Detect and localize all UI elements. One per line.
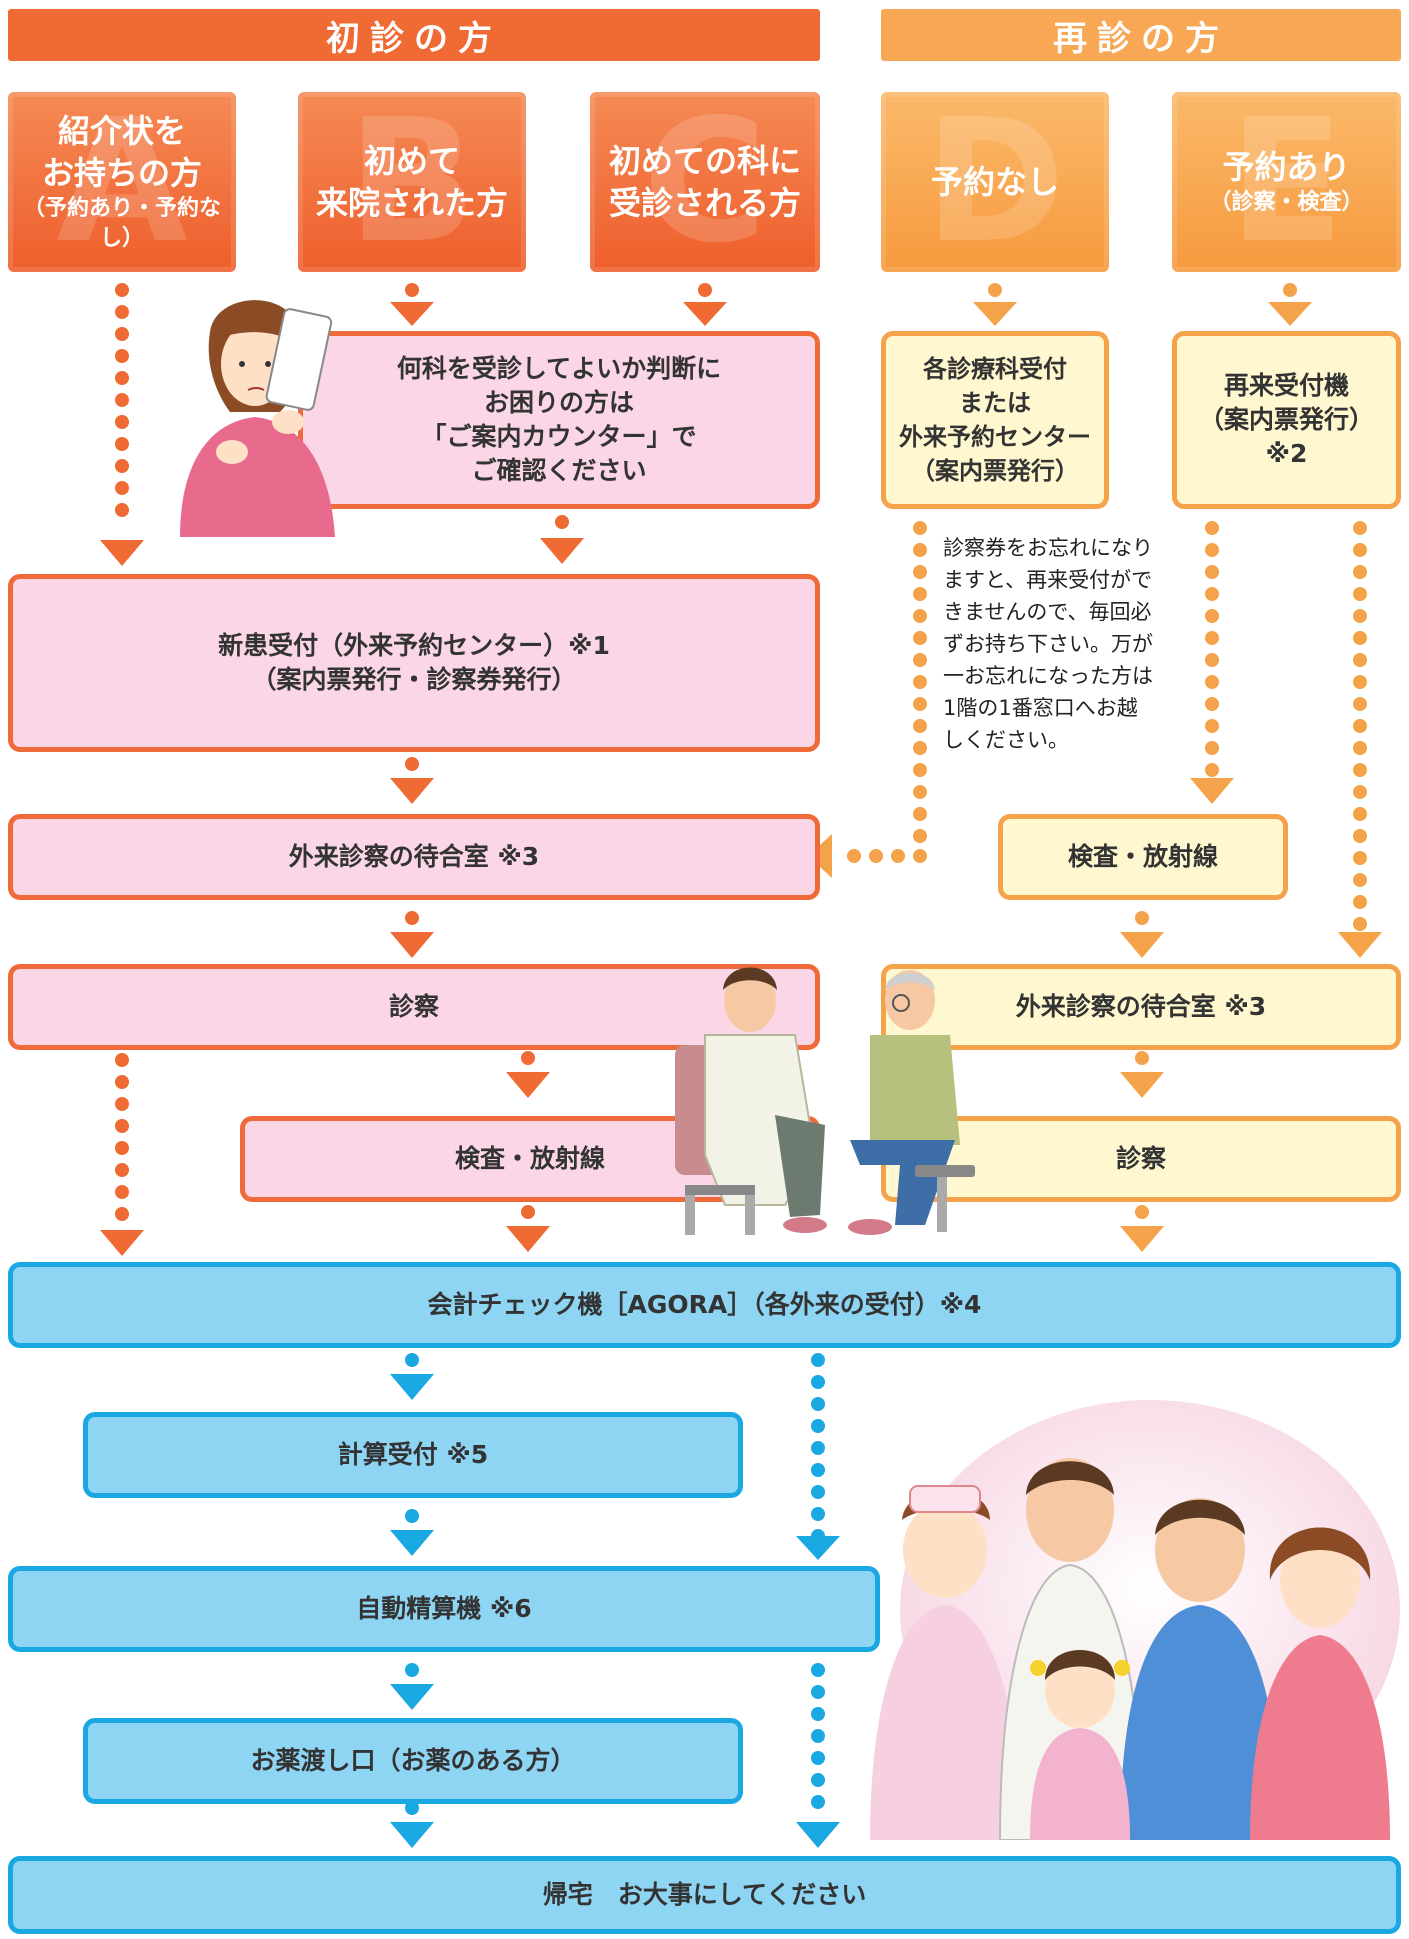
category-letter: E: [1228, 92, 1345, 272]
woman-illustration: [180, 300, 335, 537]
medicine-box: お薬渡し口（お薬のある方）: [83, 1718, 743, 1804]
consultation-right-box: 診察: [881, 1116, 1401, 1202]
category-referral: A 紹介状を お持ちの方 （予約あり・予約なし）: [8, 92, 236, 272]
category-with-reservation: E 予約あり （診察・検査）: [1172, 92, 1401, 272]
arrow-head: [100, 540, 144, 566]
consultation-left-box: 診察: [8, 964, 820, 1050]
department-reception-box: 各診療科受付 または 外来予約センター （案内票発行）: [881, 331, 1109, 509]
agora-box: 会計チェック機［AGORA］（各外来の受付）※4: [8, 1262, 1401, 1348]
category-no-reservation: D 予約なし: [881, 92, 1109, 272]
category-letter: A: [56, 92, 188, 272]
card-reminder-note: 診察券をお忘れになり ますと、再来受付がで きませんので、毎回必 ずお持ち下さい…: [943, 536, 1153, 752]
category-letter: B: [347, 92, 477, 272]
doctor-patient-illustration: [675, 967, 975, 1235]
new-patient-reception-box: 新患受付（外来予約センター）※1 （案内票発行・診察券発行）: [8, 574, 820, 752]
category-letter: D: [924, 92, 1066, 272]
category-new-department: C 初めての科に 受診される方: [590, 92, 820, 272]
waiting-room-left-box: 外来診察の待合室 ※3: [8, 814, 820, 900]
category-first-time: B 初めて 来院された方: [298, 92, 526, 272]
first-visit-header: 初診の方: [8, 9, 820, 61]
category-letter: C: [642, 92, 768, 272]
revisit-machine-box: 再来受付機 （案内票発行） ※2: [1172, 331, 1401, 509]
dotted-line-a: [115, 283, 129, 517]
exam-radiology-right-box: 検査・放射線: [998, 814, 1288, 900]
return-visit-header: 再診の方: [881, 9, 1401, 61]
guide-counter-box: 何科を受診してよいか判断に お困りの方は 「ご案内カウンター」で ご確認ください: [298, 331, 820, 509]
family-illustration: [870, 1400, 1400, 1840]
go-home-box: 帰宅 お大事にしてください: [8, 1856, 1401, 1934]
calc-reception-box: 計算受付 ※5: [83, 1412, 743, 1498]
waiting-room-right-box: 外来診察の待合室 ※3: [881, 964, 1401, 1050]
auto-payment-box: 自動精算機 ※6: [8, 1566, 880, 1652]
